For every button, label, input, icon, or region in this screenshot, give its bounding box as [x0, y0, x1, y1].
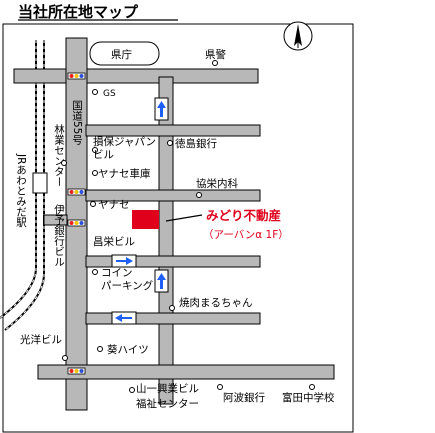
label-route-55: 国道55号 [71, 100, 83, 146]
label-prefectural-office: 県庁 [111, 48, 132, 61]
label-awa-bank: 阿波銀行 [223, 391, 265, 404]
label-prefectural-police: 県警 [205, 48, 226, 61]
traffic-signal-icon [67, 72, 86, 375]
map-title: 当社所在地マップ [18, 3, 139, 21]
destination-building: （アーバンα 1F） [203, 229, 289, 241]
one-way-arrow-icon [111, 97, 169, 325]
label-welfare-center: 福祉センター [136, 397, 199, 410]
label-sompo-japan-1: 損保ジャパン [93, 135, 156, 148]
label-yanase: ヤナセ [98, 199, 130, 211]
prefectural-office-outline [89, 41, 160, 66]
label-tokushima-bank: 徳島銀行 [175, 137, 217, 150]
label-yanase-garage: ヤナセ車庫 [98, 167, 151, 180]
poi-marker-icon [61, 60, 315, 393]
label-yamaichi-building: 山一興業ビル [136, 382, 199, 395]
label-iyo-bank-building: 伊予銀行ビル [53, 204, 65, 267]
label-kyoko-clinic: 協栄内科 [196, 177, 238, 190]
label-koyo-building: 光洋ビル [20, 333, 62, 346]
label-forestry-center: 林業センター [53, 123, 65, 187]
label-sompo-japan-2: ビル [93, 149, 114, 161]
label-shoei-building: 昌栄ビル [93, 235, 135, 248]
road-network [13, 37, 335, 411]
label-tomita-jhs: 富田中学校 [282, 391, 335, 404]
label-coin-parking-2: パーキング [101, 279, 154, 292]
label-gs: GS [103, 89, 116, 99]
compass-north-icon [283, 21, 313, 51]
label-aoi-heights: 葵ハイツ [107, 344, 149, 356]
label-yakiniku: 焼肉まるちゃん [179, 296, 253, 309]
label-jr-station: JRあわとみだ駅 [15, 153, 27, 228]
destination-name: みどり不動産 [206, 208, 281, 223]
map-frame [2, 23, 354, 433]
label-coin-parking-1: コイン [101, 267, 133, 279]
destination-marker-icon [132, 210, 159, 229]
station-icon [32, 172, 48, 194]
railway-line [0, 40, 45, 331]
